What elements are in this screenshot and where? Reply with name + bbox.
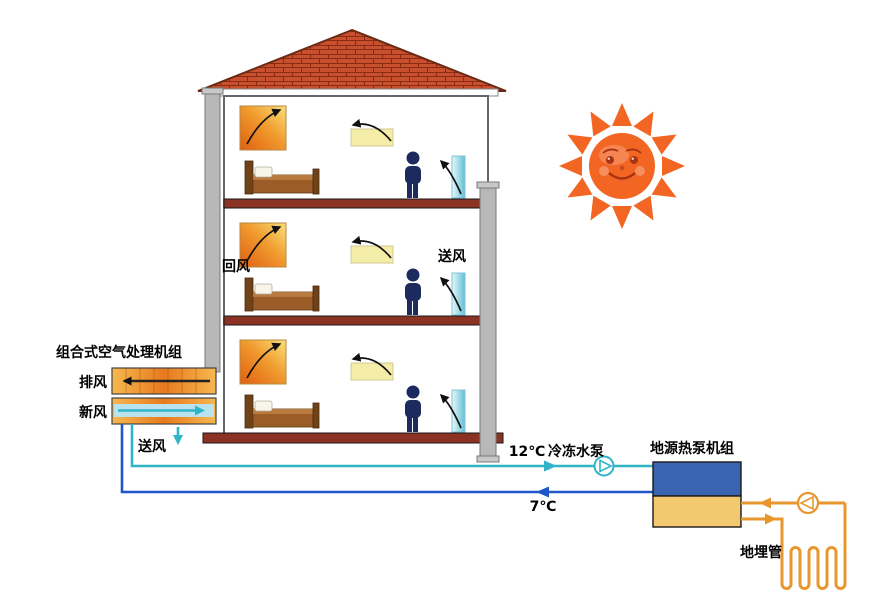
- label-supply-temp: 12℃: [509, 444, 545, 460]
- floor-slab-top: [223, 198, 489, 209]
- sun-icon: [559, 103, 685, 229]
- heat-pump-unit: [652, 461, 742, 528]
- ceiling-vent: [350, 245, 394, 264]
- label-exhaust-air: 排风: [79, 374, 107, 391]
- label-ahu-title: 组合式空气处理机组: [56, 344, 182, 361]
- label-chilled-pump: 冷冻水泵: [548, 443, 604, 460]
- floor-slab-ground: [202, 432, 504, 444]
- label-return-air: 回风: [222, 259, 250, 275]
- ground-supply-arrowhead: [765, 513, 777, 525]
- floor-slab-mid: [223, 315, 489, 326]
- heat-pump-top-section: [652, 461, 742, 497]
- exhaust-duct: [204, 91, 221, 373]
- floor-3: [239, 105, 466, 199]
- ground-loop-pump-icon: [796, 491, 820, 515]
- return-pipe-arrowhead: [544, 460, 557, 472]
- supply-grille: [451, 389, 466, 433]
- label-ground-loop: 地埋管: [740, 544, 782, 561]
- bed: [244, 394, 320, 429]
- supply-duct-bottom-cap: [476, 455, 500, 463]
- supply-duct: [479, 185, 497, 459]
- label-return-temp: 7℃: [530, 499, 557, 515]
- roof-eave: [213, 88, 499, 97]
- label-supply-air-mid: 送风: [437, 248, 466, 265]
- chilled-water-return-pipe: [130, 424, 653, 468]
- person-icon: [405, 385, 421, 432]
- vent-airflow-arrow: [351, 352, 392, 376]
- return-airflow-arrow: [246, 108, 282, 145]
- supply-duct-top-cap: [476, 181, 500, 189]
- vent-airflow-arrow: [351, 235, 392, 259]
- label-supply-air-ahu: 送风: [137, 438, 166, 455]
- bed: [244, 277, 320, 312]
- floor-1: [239, 339, 466, 433]
- ceiling-vent: [350, 128, 394, 147]
- person-icon: [405, 268, 421, 315]
- chilled-water-supply-pipe: [120, 424, 653, 494]
- supply-airflow-arrow: [439, 159, 462, 195]
- ground-loop-coil: [741, 503, 847, 590]
- ceiling-vent: [350, 362, 394, 381]
- supply-grille: [451, 272, 466, 316]
- heat-pump-bottom-section: [652, 495, 742, 528]
- chilled-water-pump-icon: [593, 455, 615, 477]
- label-fresh-air: 新风: [79, 404, 107, 421]
- bed: [244, 160, 320, 195]
- supply-airflow-arrow: [439, 276, 462, 312]
- person-icon: [405, 151, 421, 198]
- roof: [197, 28, 507, 92]
- return-airflow-arrow: [246, 342, 282, 379]
- supply-airflow-arrow: [439, 393, 462, 429]
- supply-grille: [451, 155, 466, 199]
- return-airflow-arrow: [246, 225, 282, 262]
- vent-airflow-arrow: [351, 118, 392, 142]
- ground-return-arrowhead: [759, 497, 771, 509]
- supply-pipe-arrowhead: [536, 486, 549, 498]
- floor-2: [239, 222, 466, 316]
- label-heat-pump: 地源热泵机组: [650, 440, 734, 457]
- air-handling-unit: [111, 367, 217, 445]
- exhaust-duct-cap: [201, 87, 224, 95]
